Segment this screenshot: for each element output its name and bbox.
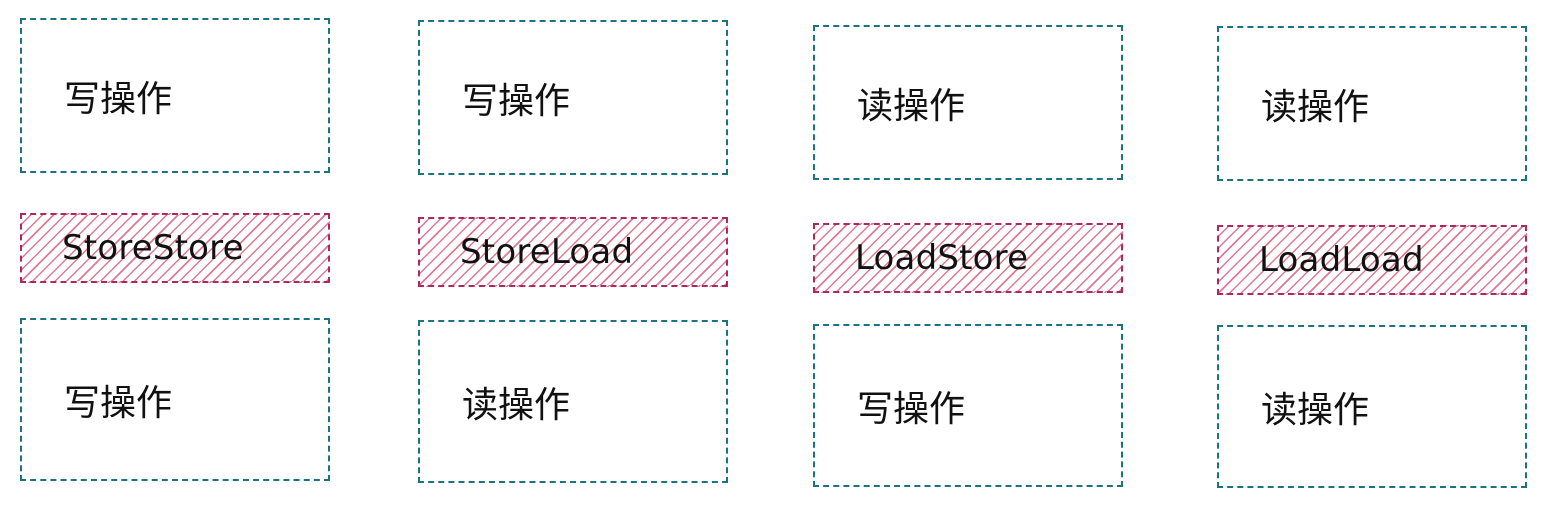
bottom-operation-label: 读操作 [462, 384, 571, 426]
top-operation-label: 读操作 [1261, 86, 1370, 128]
top-operation-box: 读操作 [813, 25, 1123, 180]
bottom-operation-box: 写操作 [20, 318, 330, 481]
top-operation-label: 读操作 [857, 85, 966, 127]
bottom-operation-label: 读操作 [1261, 389, 1370, 431]
top-operation-label: 写操作 [462, 80, 571, 122]
top-operation-label: 写操作 [64, 78, 173, 120]
bottom-operation-label: 写操作 [857, 388, 966, 430]
top-operation-box: 读操作 [1217, 26, 1527, 181]
memory-barrier-label: StoreStore [62, 228, 244, 268]
bottom-operation-box: 写操作 [813, 324, 1123, 487]
bottom-operation-box: 读操作 [418, 320, 728, 483]
memory-barrier-label: StoreLoad [460, 232, 634, 272]
bottom-operation-label: 写操作 [64, 382, 173, 424]
memory-barrier-label: LoadStore [855, 238, 1029, 278]
top-operation-box: 写操作 [418, 20, 728, 175]
memory-barrier-box: StoreLoad [418, 217, 728, 287]
bottom-operation-box: 读操作 [1217, 325, 1527, 488]
memory-barrier-box: StoreStore [20, 213, 330, 283]
memory-barrier-box: LoadStore [813, 223, 1123, 293]
memory-barrier-box: LoadLoad [1217, 225, 1527, 295]
top-operation-box: 写操作 [20, 18, 330, 173]
memory-barrier-label: LoadLoad [1259, 240, 1424, 280]
